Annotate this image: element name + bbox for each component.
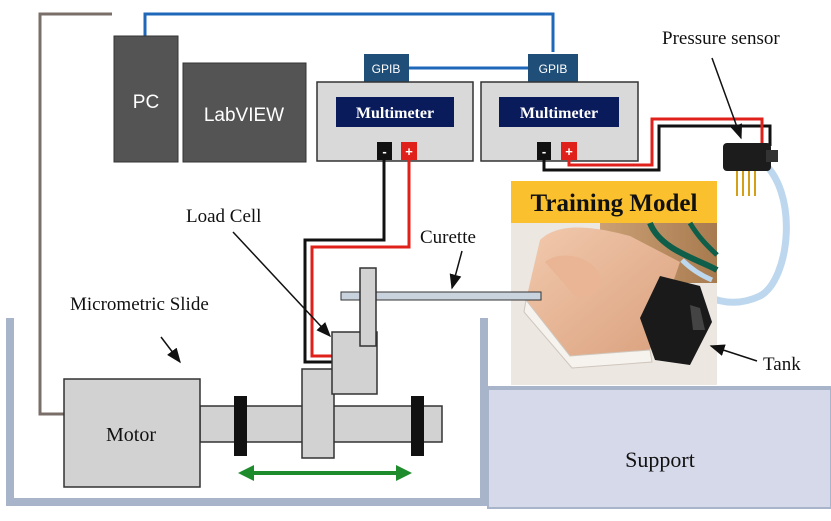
multimeter-left-pos-label: +: [405, 144, 413, 159]
load-cell-label: Load Cell: [186, 206, 261, 227]
curette: [340, 291, 542, 301]
multimeter-left-display: [336, 97, 454, 127]
pressure-sensor-pointer: [711, 57, 743, 140]
motor-box: [63, 378, 201, 488]
wire-loadcell-red: [310, 160, 411, 358]
multimeter-left-terminal-pos: [401, 142, 417, 160]
slide-carriage: [301, 368, 335, 459]
multimeter-right-terminal-pos: [561, 142, 577, 160]
curette-pointer: [449, 250, 463, 290]
multimeter-right-pos-label: +: [565, 144, 573, 159]
training-model-photo: [511, 221, 719, 385]
gpib-right-label: GPIB: [539, 62, 568, 76]
training-model-title: Training Model: [531, 190, 698, 217]
tank-label: Tank: [763, 354, 801, 375]
tank-container: [6, 318, 488, 506]
labview-box: [182, 62, 307, 163]
multimeter-right-display: [499, 97, 619, 127]
training-model-banner: [511, 181, 717, 223]
wire-loadcell-black: [303, 160, 386, 364]
support-label: Support: [625, 447, 695, 472]
gpib-right-box: [528, 54, 578, 82]
multimeter-right-neg-label: -: [542, 144, 546, 159]
pc-label: PC: [133, 92, 159, 113]
curette-label: Curette: [420, 227, 476, 248]
wire-sensor-black: [542, 124, 772, 172]
multimeter-left-label: Multimeter: [356, 105, 434, 122]
motor-label: Motor: [106, 424, 156, 446]
pressure-sensor-pins: [736, 171, 756, 196]
wire-data-bus: [143, 12, 555, 52]
pressure-sensor-body: [723, 143, 771, 171]
wire-pc-to-motor: [38, 12, 112, 416]
wire-sensor-red: [567, 117, 764, 167]
pc-box: [113, 35, 179, 163]
load-cell-mount: [359, 267, 377, 347]
multimeter-left-neg-label: -: [382, 144, 386, 159]
tank-pointer: [709, 344, 758, 362]
gpib-left-box: [364, 54, 409, 82]
slide-stop-left: [234, 396, 247, 456]
gpib-left-label: GPIB: [372, 62, 401, 76]
slide-stop-right: [411, 396, 424, 456]
pressure-sensor-label: Pressure sensor: [662, 28, 780, 49]
pressure-sensor-port: [766, 150, 778, 162]
movement-arrow: [238, 465, 412, 481]
multimeter-right-label: Multimeter: [520, 105, 598, 122]
multimeter-left-terminal-neg: [377, 142, 392, 160]
multimeter-right-terminal-neg: [537, 142, 551, 160]
load-cell-pointer: [232, 231, 332, 338]
micrometric-slide-pointer: [160, 336, 181, 364]
labview-label: LabVIEW: [204, 105, 284, 126]
micrometric-slide-label: Micrometric Slide: [70, 294, 209, 315]
